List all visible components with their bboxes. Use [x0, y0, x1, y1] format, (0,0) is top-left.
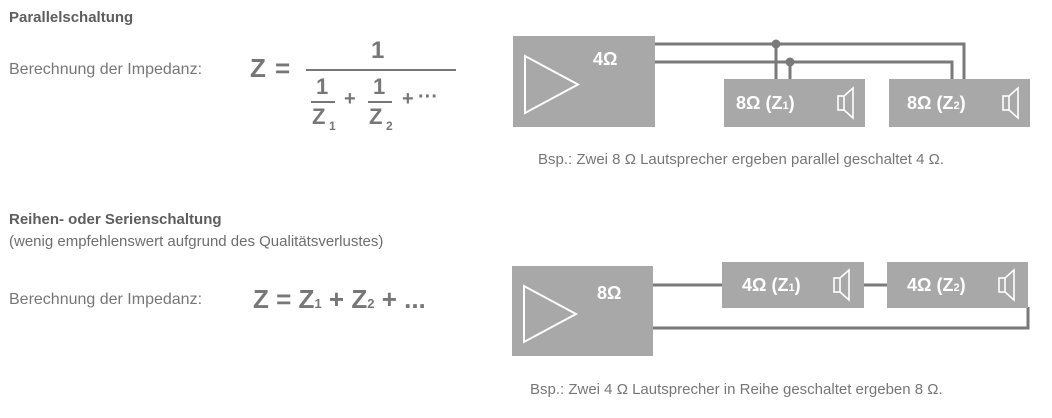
parallel-speaker2-subscript: 2: [953, 100, 960, 112]
parallel-speaker2-text: 8Ω (Z: [907, 93, 954, 113]
parallel-speaker2-close: ): [959, 93, 966, 113]
parallel-speaker2-label: 8Ω (Z2): [907, 93, 966, 114]
parallel-term1-numerator: 1: [316, 74, 329, 99]
series-amplifier-icon: [523, 284, 579, 344]
parallel-amplifier-label: 4Ω: [593, 49, 618, 69]
parallel-term1-subscript: 1: [329, 119, 336, 133]
series-speaker1-subscript: 1: [788, 282, 795, 294]
series-speaker2-text: 4Ω (Z: [907, 275, 954, 295]
series-calc-label: Berechnung der Impedanz:: [9, 291, 203, 308]
series-wires: [653, 283, 1030, 330]
parallel-formula-numerator: 1: [371, 37, 385, 64]
parallel-junction-1: [771, 39, 781, 49]
parallel-term1-denominator: Z: [312, 104, 326, 129]
series-formula-equals: =: [276, 284, 292, 314]
series-formula-term2: Z: [351, 284, 368, 314]
parallel-main-fraction-bar: [306, 69, 456, 71]
parallel-amplifier-box: [513, 36, 655, 127]
series-caption: Bsp.: Zwei 4 Ω Lautsprecher in Reihe ges…: [530, 381, 943, 398]
series-subheading: (wenig empfehlenswert aufgrund des Quali…: [9, 233, 384, 250]
parallel-plus-1: +: [344, 88, 356, 110]
parallel-formula-equals: =: [275, 53, 291, 83]
series-formula-term2-subscript: 2: [367, 296, 375, 311]
series-speaker1-close: ): [794, 275, 801, 295]
speaker-icon: [837, 86, 854, 120]
series-amplifier-label: 8Ω: [597, 283, 622, 303]
series-heading: Reihen- oder Serienschaltung: [9, 211, 222, 228]
parallel-wires: [655, 42, 966, 79]
series-amplifier-box: [512, 266, 653, 356]
series-speaker2-subscript: 2: [953, 282, 960, 294]
parallel-amplifier-icon: [524, 54, 581, 115]
parallel-speaker2-box: [889, 79, 1030, 127]
series-formula-lhs: Z: [253, 284, 269, 314]
series-speaker2-close: ): [959, 275, 966, 295]
series-formula-ellipsis: ...: [404, 284, 426, 314]
parallel-speaker1-text: 8Ω (Z: [736, 93, 783, 113]
series-formula: Z = Z1 + Z2 + ...: [253, 284, 426, 315]
series-formula-plus-2: +: [381, 284, 397, 314]
series-speaker2-label: 4Ω (Z2): [907, 275, 966, 296]
speaker-icon: [833, 268, 850, 302]
parallel-ellipsis: ···: [418, 86, 438, 108]
series-formula-term1: Z: [298, 284, 315, 314]
parallel-calc-label: Berechnung der Impedanz:: [9, 61, 203, 78]
speaker-icon: [1002, 86, 1019, 120]
series-formula-term1-subscript: 1: [314, 296, 322, 311]
parallel-plus-2: +: [402, 88, 414, 110]
series-formula-plus-1: +: [328, 284, 345, 314]
parallel-term2-subscript: 2: [386, 119, 393, 133]
speaker-icon: [998, 268, 1015, 302]
parallel-term2-fraction-bar: [368, 101, 392, 103]
parallel-speaker1-close: ): [788, 93, 795, 113]
parallel-heading: Parallelschaltung: [9, 9, 134, 26]
parallel-formula-lhs: Z: [250, 53, 266, 83]
parallel-term1-fraction-bar: [311, 101, 335, 103]
parallel-speaker1-box: [724, 79, 865, 127]
series-speaker1-text: 4Ω (Z: [742, 275, 789, 295]
parallel-speaker1-label: 8Ω (Z1): [736, 93, 795, 114]
parallel-term2-numerator: 1: [373, 74, 386, 99]
parallel-junction-2: [785, 57, 795, 67]
parallel-term2-denominator: Z: [369, 104, 383, 129]
parallel-speaker1-subscript: 1: [782, 100, 789, 112]
series-speaker1-label: 4Ω (Z1): [742, 275, 801, 296]
parallel-caption: Bsp.: Zwei 8 Ω Lautsprecher ergeben para…: [538, 151, 944, 168]
